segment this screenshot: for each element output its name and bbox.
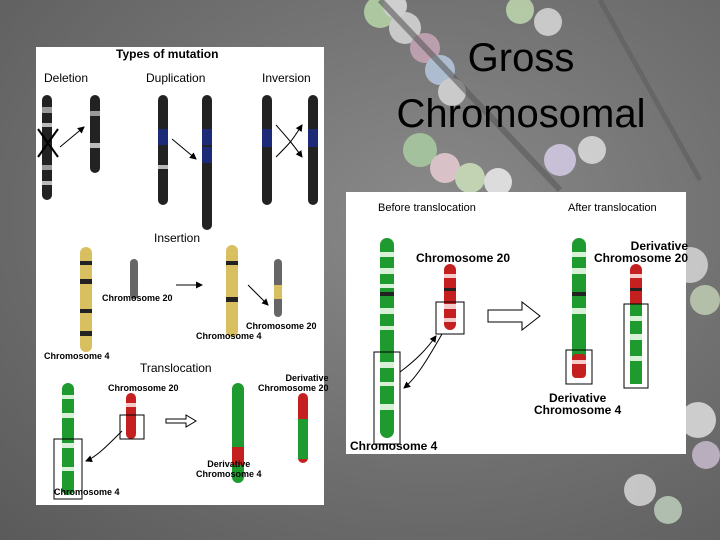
types-of-mutation-heading: Types of mutation (116, 47, 219, 61)
insertion-chromosomes (80, 245, 282, 352)
translocation-chromosome-4-label: Chromosome 4 (54, 487, 120, 497)
insertion-label: Insertion (154, 231, 201, 245)
deletion-chromosomes (37, 95, 100, 200)
translocation-derivative-20-label: Derivative Chromosome 20 (258, 373, 329, 393)
slide-title-line2: Chromosomal (396, 92, 646, 136)
after-derivative-chromosome-20 (623, 264, 649, 389)
before-chromosome-4 (373, 238, 401, 445)
translocation-diagram (373, 238, 649, 445)
translocation-label: Translocation (140, 361, 212, 375)
chromosome-4-label: Chromosome 4 (350, 439, 438, 453)
derivative-chromosome-20-label: Derivative Chromosome 20 (594, 239, 689, 265)
translocation-panel: Before translocation After translocation… (346, 192, 689, 454)
insertion-chromosome-4-label: Chromosome 4 (44, 351, 110, 361)
translocation-chromosome-20-label: Chromosome 20 (108, 383, 179, 393)
duplication-chromosomes (158, 95, 212, 230)
before-chromosome-20 (399, 264, 465, 389)
derivative-chromosome-4-label: Derivative Chromosome 4 (534, 391, 622, 417)
after-derivative-chromosome-4 (565, 238, 593, 385)
after-translocation-label: After translocation (568, 202, 657, 214)
insertion-chromosome-20-label: Chromosome 20 (102, 293, 173, 303)
insertion-chromosome-4-after-label: Chromosome 4 (196, 331, 262, 341)
inversion-label: Inversion (262, 71, 311, 85)
translocation-chromosomes (53, 383, 308, 500)
types-of-mutation-panel: Types of mutation Deletion Duplication I… (36, 47, 329, 505)
translocation-arrow (487, 300, 541, 332)
chromosome-20-label: Chromosome 20 (416, 251, 511, 265)
duplication-label: Duplication (146, 71, 206, 85)
before-translocation-label: Before translocation (378, 202, 476, 214)
slide-title-line1: Gross (467, 36, 575, 80)
translocation-derivative-4-label: Derivative Chromosome 4 (196, 459, 262, 479)
inversion-chromosomes (262, 95, 318, 205)
deletion-label: Deletion (44, 71, 89, 85)
insertion-chromosome-20-after-label: Chromosome 20 (246, 321, 317, 331)
mutation-diagrams (37, 95, 318, 500)
